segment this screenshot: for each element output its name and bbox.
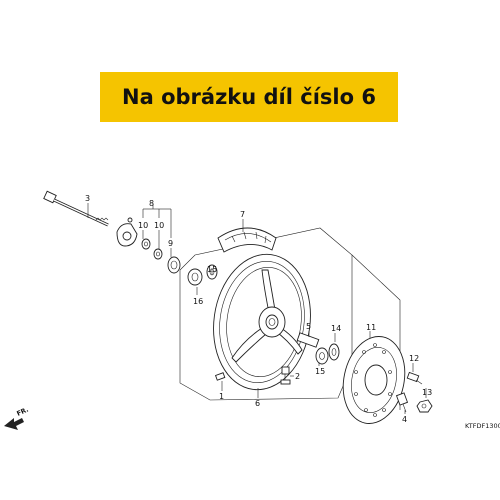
dust-seal-14 (328, 343, 340, 361)
bearing-15-right (315, 347, 329, 365)
front-wheel-rim (213, 253, 311, 391)
label-12: 12 (409, 354, 419, 363)
label-7: 7 (240, 210, 245, 219)
banner-text: Na obrázku díl číslo 6 (122, 85, 376, 109)
bolt-4 (395, 392, 409, 413)
side-collar (116, 217, 138, 247)
dust-seal-9 (167, 256, 181, 274)
diagram-code: KTFDF1300 (465, 422, 500, 430)
front-arrow-icon: FR. (4, 405, 30, 430)
label-8: 8 (149, 199, 154, 208)
bearing-15-left (187, 268, 203, 286)
label-15b: 15 (315, 367, 325, 376)
front-marker-text: FR. (15, 405, 29, 417)
bearing-10a (141, 238, 151, 250)
valve-1 (214, 372, 226, 381)
label-9: 9 (168, 239, 173, 248)
label-15a: 15 (207, 265, 217, 274)
label-11: 11 (366, 323, 376, 332)
nut-13 (416, 399, 433, 413)
label-14: 14 (331, 324, 341, 333)
label-6: 6 (255, 399, 260, 408)
label-2: 2 (295, 372, 300, 381)
axle-bolt (43, 190, 109, 227)
disc-bolt-12 (406, 371, 423, 385)
label-5: 5 (306, 322, 311, 331)
title-banner: Na obrázku díl číslo 6 (100, 72, 398, 122)
spacer-5 (296, 332, 320, 348)
label-13: 13 (422, 388, 432, 397)
label-4: 4 (402, 415, 407, 424)
tire-segment (217, 227, 277, 253)
bearing-10b (153, 248, 163, 260)
label-3: 3 (85, 194, 90, 203)
label-1: 1 (219, 392, 224, 401)
label-16: 16 (193, 297, 203, 306)
label-10b: 10 (154, 221, 164, 230)
bolt-2 (280, 366, 291, 385)
label-10a: 10 (138, 221, 148, 230)
brake-disc (342, 336, 406, 424)
